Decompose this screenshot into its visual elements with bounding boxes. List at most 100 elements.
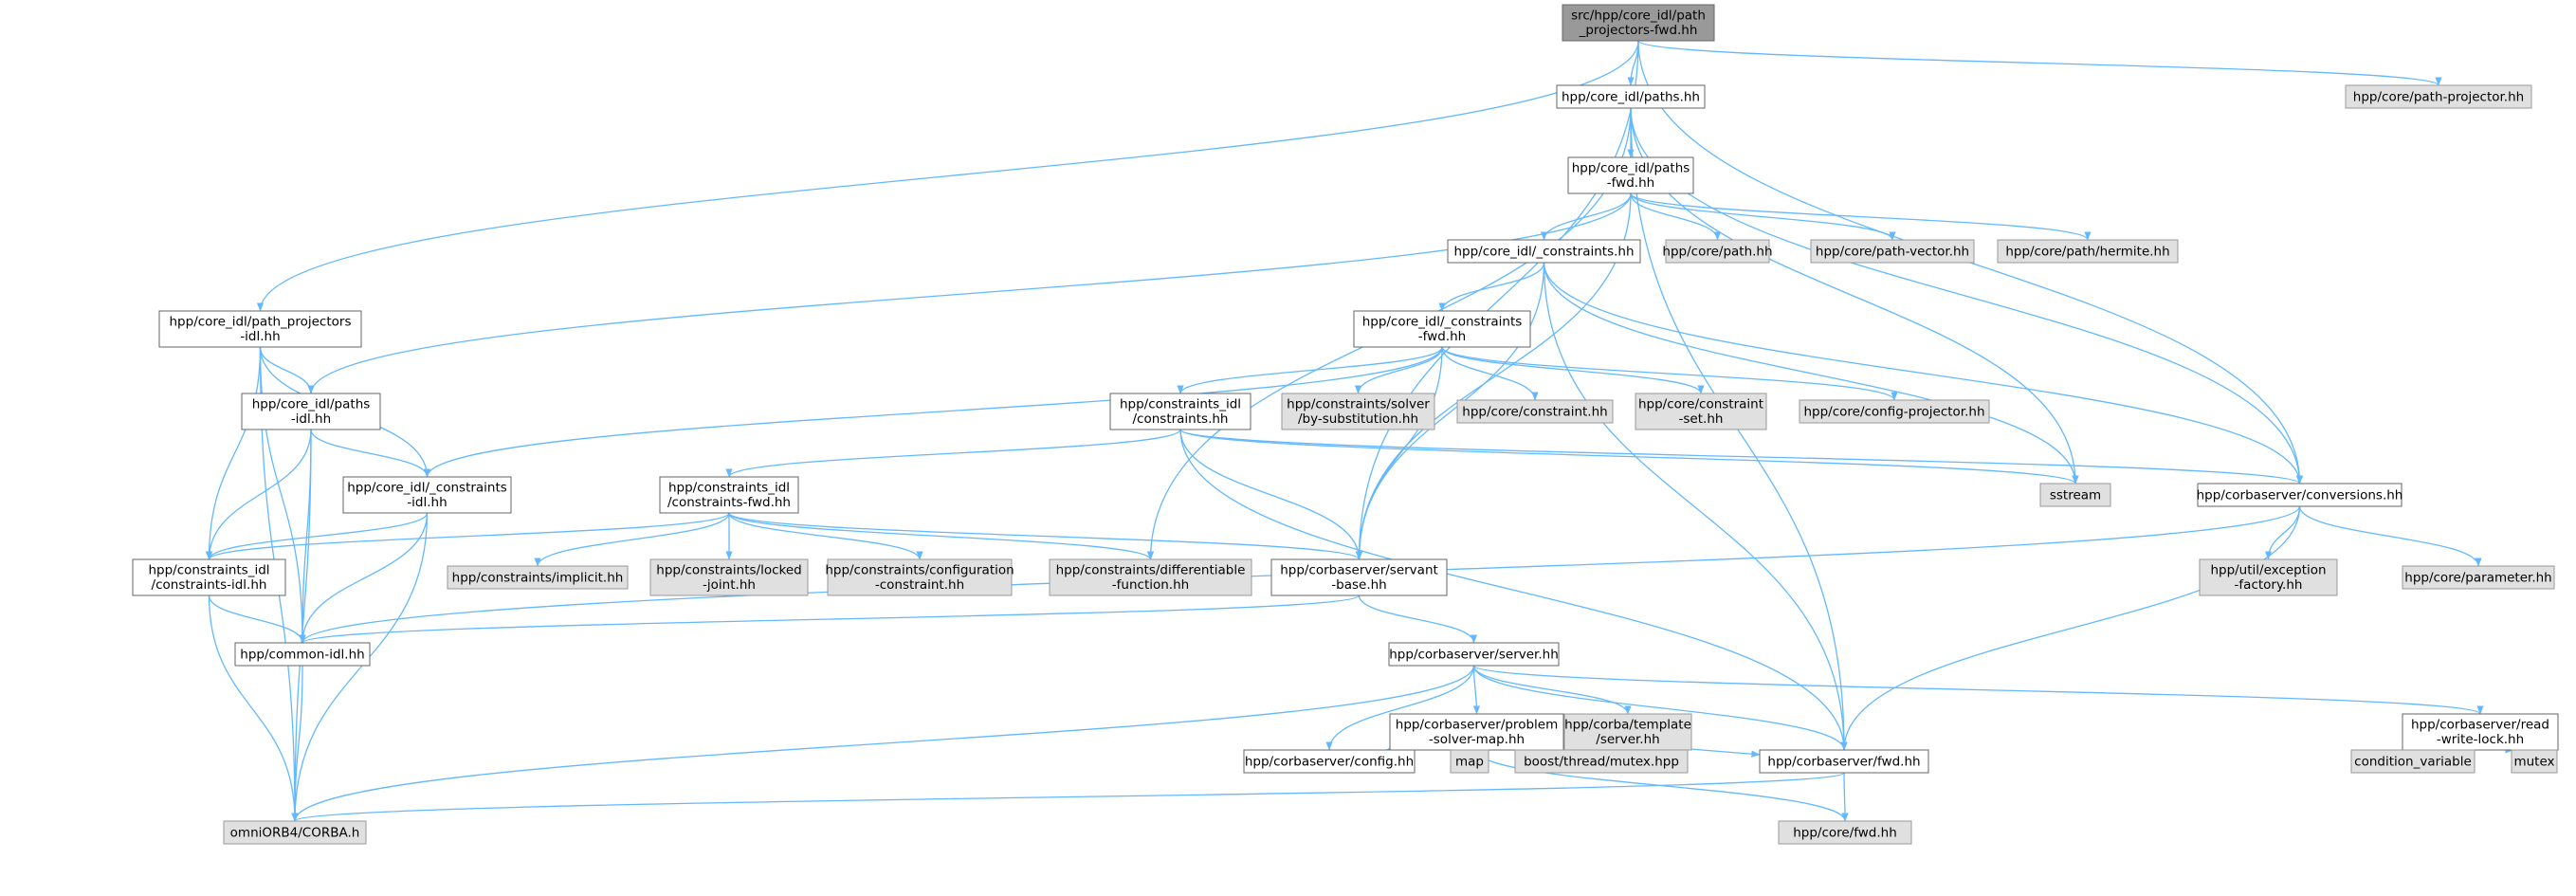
node-label: hpp/core_idl/paths [1572, 161, 1690, 176]
node-box [2350, 749, 2476, 774]
edges-layer [205, 40, 2484, 822]
node-conversions[interactable]: hpp/corbaserver/conversions.hh [2197, 483, 2403, 507]
node-label: -constraint.hh [875, 577, 964, 593]
node-box [132, 558, 286, 596]
node-ppidl[interactable]: hpp/core_idl/path_projectors-idl.hh [158, 310, 362, 348]
edge-pathsfwd-to-corepath [1630, 192, 1722, 241]
node-label: condition_variable [2354, 754, 2472, 769]
node-cfwd[interactable]: hpp/corbaserver/fwd.hh [1759, 749, 1929, 774]
nodes-layer: src/hpp/core_idl/path_projectors-fwd.hhh… [132, 4, 2559, 845]
node-label: hpp/core/path/hermite.hh [2005, 244, 2169, 259]
node-constraintset: hpp/core/constraint-set.hh [1635, 393, 1767, 430]
edge-root-to-servant [1355, 40, 1639, 560]
node-commonidl[interactable]: hpp/common-idl.hh [234, 642, 371, 667]
edge-constridl-to-commonidl [299, 512, 429, 644]
node-box [1997, 239, 2179, 264]
edge-constridl-to-omni [291, 512, 429, 822]
node-label: -fwd.hh [1607, 175, 1654, 191]
node-implicit: hpp/constraints/implicit.hh [447, 565, 629, 590]
node-box [342, 476, 512, 514]
node-cidlconstraints[interactable]: hpp/constraints_idl/constraints.hh [1109, 393, 1251, 430]
edge-pathsfwd-to-constraints [1540, 192, 1632, 241]
node-box [1563, 713, 1692, 751]
node-box [1562, 4, 1715, 42]
node-label: -base.hh [1331, 577, 1386, 593]
node-pathvector: hpp/core/path-vector.hh [1810, 239, 1975, 264]
node-label: mutex [2513, 754, 2554, 769]
edge-cfwdhh-to-servant [728, 512, 1362, 560]
node-box [1447, 239, 1641, 264]
node-cfwdhh[interactable]: hpp/constraints_idl/constraints-fwd.hh [659, 476, 799, 514]
node-label: hpp/constraints/solver [1287, 397, 1430, 412]
node-box [1388, 642, 1560, 667]
node-map: map [1450, 749, 1489, 774]
node-label: -joint.hh [703, 577, 756, 593]
edge-constraints-to-cfwd [1543, 262, 1848, 751]
node-label: hpp/util/exception [2210, 563, 2326, 578]
node-pathsfwd[interactable]: hpp/core_idl/paths-fwd.hh [1567, 156, 1694, 194]
node-box [1243, 749, 1416, 774]
node-box [649, 558, 809, 596]
node-corefwd: hpp/core/fwd.hh [1778, 820, 1912, 845]
node-box [1778, 820, 1912, 845]
node-label: hpp/core_idl/_constraints.hh [1453, 244, 1634, 259]
node-box [1665, 239, 1770, 264]
node-constrfwd[interactable]: hpp/core_idl/_constraints-fwd.hh [1353, 310, 1531, 348]
node-label: hpp/common-idl.hh [240, 647, 364, 662]
node-label: hpp/core_idl/_constraints [1362, 315, 1523, 330]
node-label: hpp/corbaserver/config.hh [1245, 754, 1414, 769]
node-label: hpp/constraints/differentiable [1056, 563, 1246, 578]
node-box [827, 558, 1013, 596]
node-sstream: sstream [2039, 483, 2111, 507]
edge-cfwdhh-to-differentiable [728, 512, 1154, 560]
edge-cidlconstraints-to-sstream [1179, 429, 2079, 485]
node-pathsidl[interactable]: hpp/core_idl/paths-idl.hh [241, 393, 381, 430]
node-box [447, 565, 629, 590]
node-label: -write-lock.hh [2437, 732, 2524, 747]
node-label: hpp/constraints_idl [1120, 397, 1241, 412]
node-differentiable: hpp/constraints/differentiable-function.… [1049, 558, 1252, 596]
node-paths[interactable]: hpp/core_idl/paths.hh [1556, 84, 1706, 109]
node-box [223, 820, 367, 845]
node-servant[interactable]: hpp/corbaserver/servant-base.hh [1270, 558, 1448, 596]
node-cidlidl[interactable]: hpp/constraints_idl/constraints-idl.hh [132, 558, 286, 596]
node-box [1270, 558, 1448, 596]
node-constraints[interactable]: hpp/core_idl/_constraints.hh [1447, 239, 1641, 264]
edge-constrfwd-to-configproj [1441, 346, 1898, 401]
node-label: hpp/constraints_idl [148, 563, 269, 578]
node-label: hpp/core_idl/path_projectors [170, 315, 352, 330]
node-box [1799, 399, 1990, 424]
node-label: hpp/corbaserver/servant [1280, 563, 1438, 578]
edge-root-to-ppidl [256, 40, 1639, 312]
node-box [2511, 749, 2558, 774]
edge-conversions-to-parameter [2298, 505, 2482, 567]
edge-conversions-to-cfwd [1840, 505, 2301, 751]
node-exception: hpp/util/exception-factory.hh [2199, 558, 2338, 596]
node-coreconstraint: hpp/core/constraint.hh [1456, 399, 1614, 424]
node-config[interactable]: hpp/corbaserver/config.hh [1243, 749, 1416, 774]
node-box [2039, 483, 2111, 507]
node-constridl[interactable]: hpp/core_idl/_constraints-idl.hh [342, 476, 512, 514]
node-box [1635, 393, 1767, 430]
node-box [1556, 84, 1706, 109]
node-box [1450, 749, 1489, 774]
node-box [1109, 393, 1251, 430]
node-box [2402, 713, 2559, 751]
node-label: hpp/corbaserver/fwd.hh [1767, 754, 1920, 769]
edge-pathsfwd-to-pathsidl [307, 192, 1632, 394]
edge-cfwdhh-to-implicit [534, 512, 730, 567]
node-label: /constraints-fwd.hh [667, 495, 791, 510]
node-problem[interactable]: hpp/corbaserver/problem-solver-map.hh [1389, 713, 1564, 751]
edge-ppidl-to-pathsidl [259, 346, 315, 394]
node-label: src/hpp/core_idl/path [1571, 9, 1706, 24]
node-box [1759, 749, 1929, 774]
node-label: -idl.hh [407, 495, 447, 510]
node-label: hpp/core_idl/paths [252, 397, 371, 412]
node-server[interactable]: hpp/corbaserver/server.hh [1388, 642, 1560, 667]
edge-ppidl-to-cidlidl [205, 346, 262, 560]
node-box [2402, 565, 2555, 590]
node-label: hpp/core/parameter.hh [2404, 570, 2551, 585]
node-label: hpp/constraints/implicit.hh [452, 570, 624, 585]
node-rwlock[interactable]: hpp/corbaserver/read-write-lock.hh [2402, 713, 2559, 751]
